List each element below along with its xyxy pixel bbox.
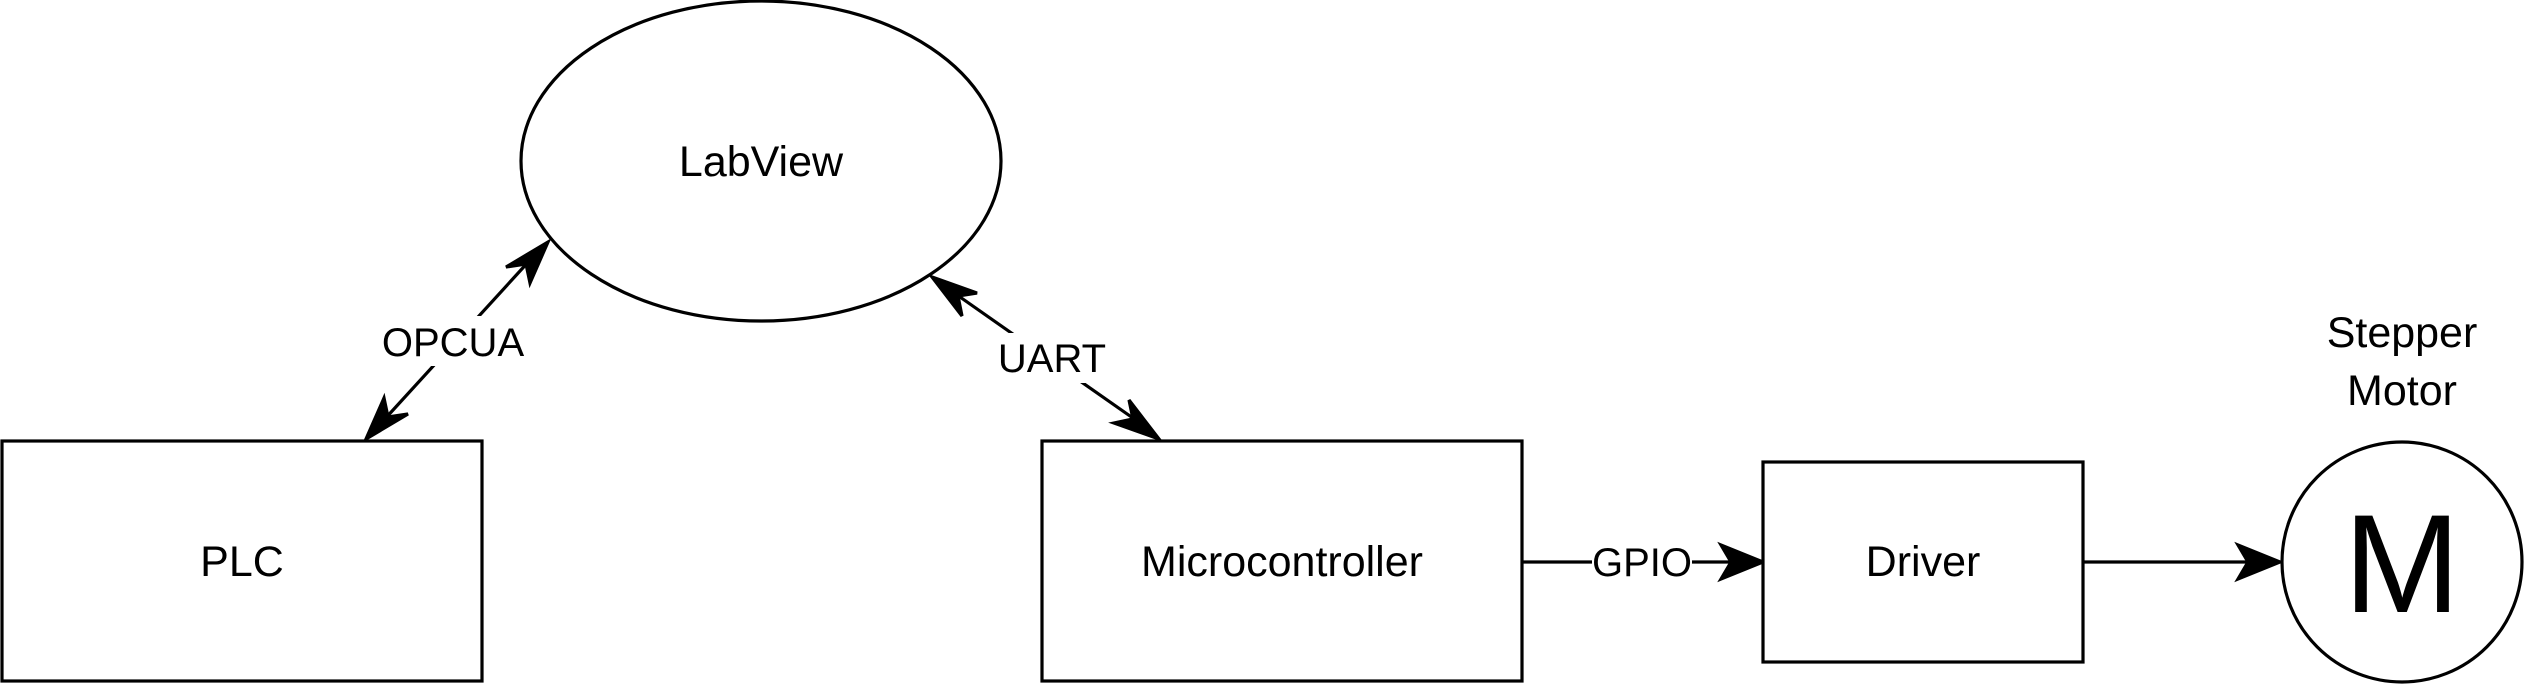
arrowhead-to-driver: [1717, 541, 1768, 583]
motor-circle: [2280, 440, 2524, 684]
edge-label-bg: [985, 333, 1120, 383]
node-stepper-motor[interactable]: Stepper Motor M: [2280, 309, 2524, 684]
arrowhead-to-microcontroller: [1108, 399, 1164, 443]
edge-labview-microcontroller: UART: [927, 273, 1164, 443]
arrowhead-to-labview-uart: [927, 273, 978, 317]
arrowhead-to-plc: [362, 392, 409, 443]
node-labview[interactable]: LabView: [519, 0, 1003, 323]
labview-ellipse: [519, 0, 1003, 323]
node-microcontroller[interactable]: Microcontroller: [1040, 439, 1524, 683]
microcontroller-label: Microcontroller: [1141, 538, 1423, 586]
driver-box: [1761, 460, 2085, 664]
labview-label: LabView: [679, 138, 844, 186]
edge-label-bg: [1592, 538, 1692, 586]
motor-symbol: M: [2344, 485, 2461, 642]
arrowhead-to-motor: [2234, 541, 2285, 583]
edge-label-uart: UART: [998, 337, 1106, 381]
edge-driver-motor: [2084, 541, 2285, 583]
edge-label-opcua: OPCUA: [382, 321, 525, 365]
driver-label: Driver: [1866, 538, 1981, 586]
microcontroller-box: [1040, 439, 1524, 683]
plc-box: [0, 439, 484, 683]
plc-label: PLC: [200, 538, 284, 586]
stepper-motor-label-line2: Motor: [2347, 367, 2457, 415]
arrowhead-to-labview: [505, 238, 552, 289]
edge-label-gpio: GPIO: [1592, 541, 1692, 585]
edge-microcontroller-driver: GPIO: [1523, 538, 1768, 586]
edge-label-bg: [375, 316, 525, 366]
node-driver[interactable]: Driver: [1761, 460, 2085, 664]
node-plc[interactable]: PLC: [0, 439, 484, 683]
stepper-motor-label-line1: Stepper: [2327, 309, 2478, 357]
edge-plc-labview: OPCUA: [362, 238, 552, 443]
